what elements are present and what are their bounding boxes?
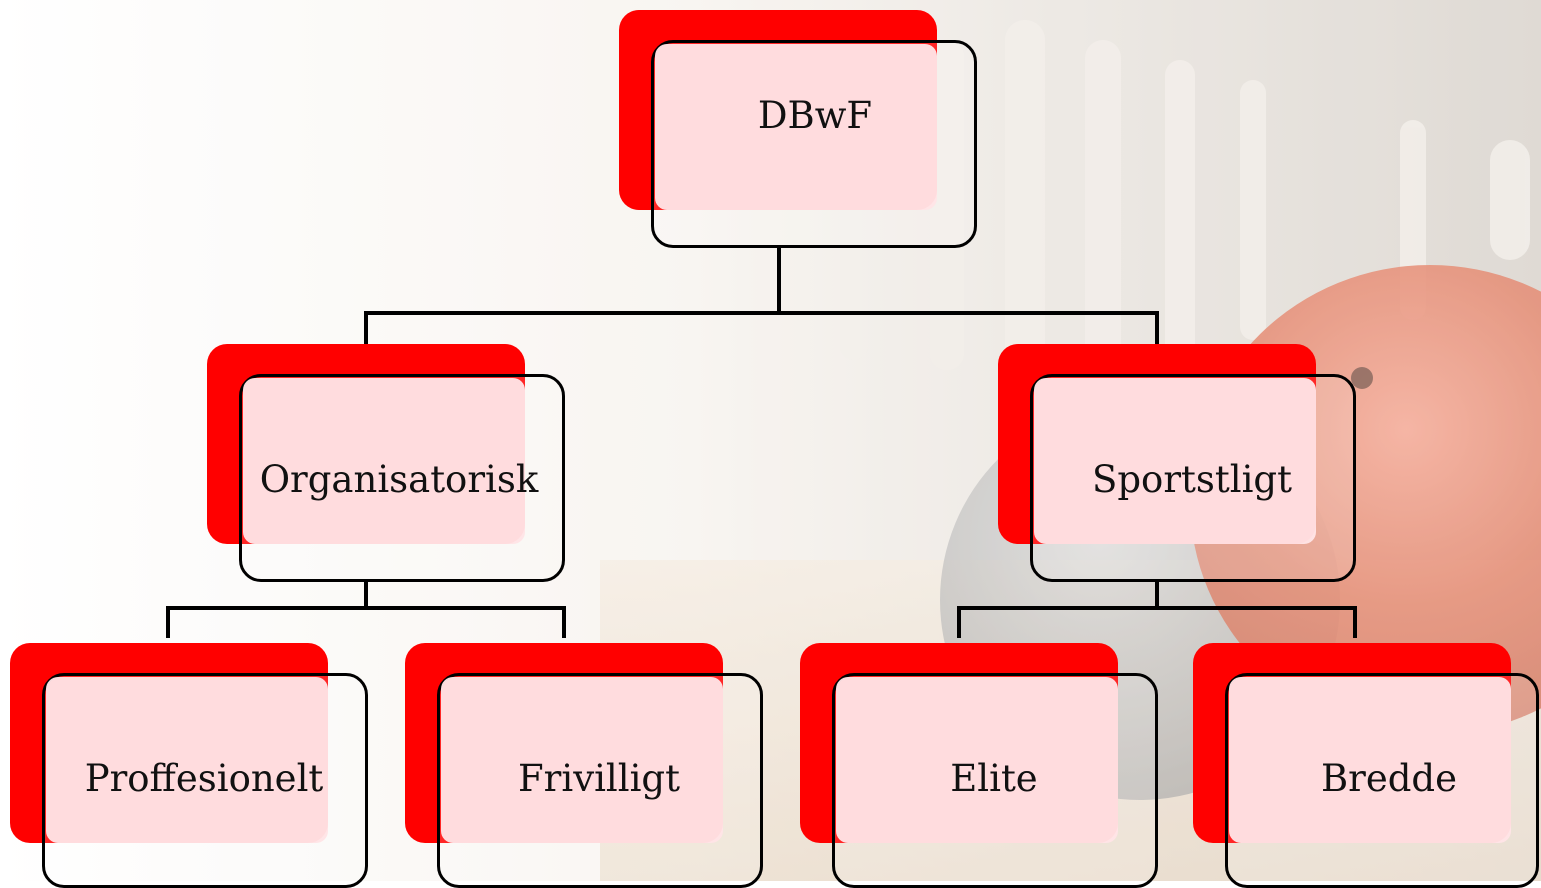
- node-fill: [441, 677, 723, 843]
- node-label: Sportstligt: [1092, 457, 1292, 501]
- node-label: Elite: [950, 756, 1038, 800]
- node-label: Proffesionelt: [84, 756, 324, 800]
- node-fill: [655, 44, 937, 210]
- node-fill: [243, 378, 525, 544]
- node-label: Bredde: [1320, 756, 1458, 800]
- node-fill: [836, 677, 1118, 843]
- node-label: Organisatorisk: [259, 457, 539, 501]
- node-label: DBwF: [757, 93, 873, 137]
- node-fill: [1229, 677, 1511, 843]
- node-label: Frivilligt: [518, 756, 680, 800]
- node-fill: [1034, 378, 1316, 544]
- node-fill: [46, 677, 328, 843]
